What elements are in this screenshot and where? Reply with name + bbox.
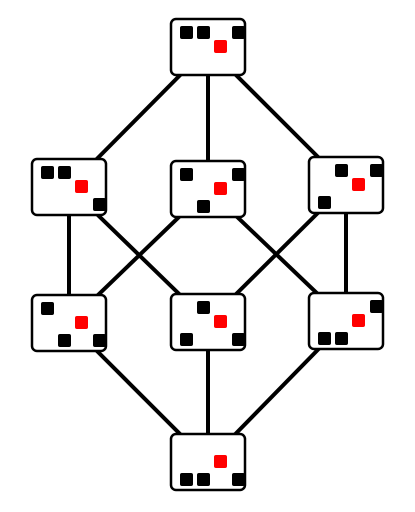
black-square — [232, 473, 245, 486]
node-mid-lower-right — [307, 291, 385, 351]
black-square — [180, 333, 193, 346]
red-square — [75, 316, 88, 329]
node-top — [169, 17, 247, 77]
black-square — [180, 26, 193, 39]
black-square — [41, 302, 54, 315]
node-mid-upper-right — [307, 155, 385, 215]
black-square — [232, 333, 245, 346]
black-square — [335, 164, 348, 177]
black-square — [232, 26, 245, 39]
black-square — [232, 168, 245, 181]
red-square — [352, 314, 365, 327]
black-square — [180, 168, 193, 181]
red-square — [214, 40, 227, 53]
red-square — [352, 178, 365, 191]
red-square — [214, 182, 227, 195]
black-square — [370, 164, 383, 177]
black-square — [58, 334, 71, 347]
red-square — [214, 455, 227, 468]
node-mid-lower-left — [30, 293, 108, 353]
black-square — [318, 196, 331, 209]
black-square — [41, 166, 54, 179]
black-square — [370, 300, 383, 313]
black-square — [318, 332, 331, 345]
black-square — [197, 473, 210, 486]
node-mid-upper-center — [169, 159, 247, 219]
black-square — [197, 301, 210, 314]
black-square — [180, 473, 193, 486]
black-square — [335, 332, 348, 345]
black-square — [197, 26, 210, 39]
red-square — [75, 180, 88, 193]
red-square — [214, 315, 227, 328]
black-square — [93, 334, 106, 347]
node-mid-upper-left — [30, 157, 108, 217]
black-square — [197, 200, 210, 213]
black-square — [58, 166, 71, 179]
node-bottom — [169, 432, 247, 492]
node-mid-lower-center — [169, 292, 247, 352]
nodes-layer — [30, 17, 385, 492]
black-square — [93, 198, 106, 211]
